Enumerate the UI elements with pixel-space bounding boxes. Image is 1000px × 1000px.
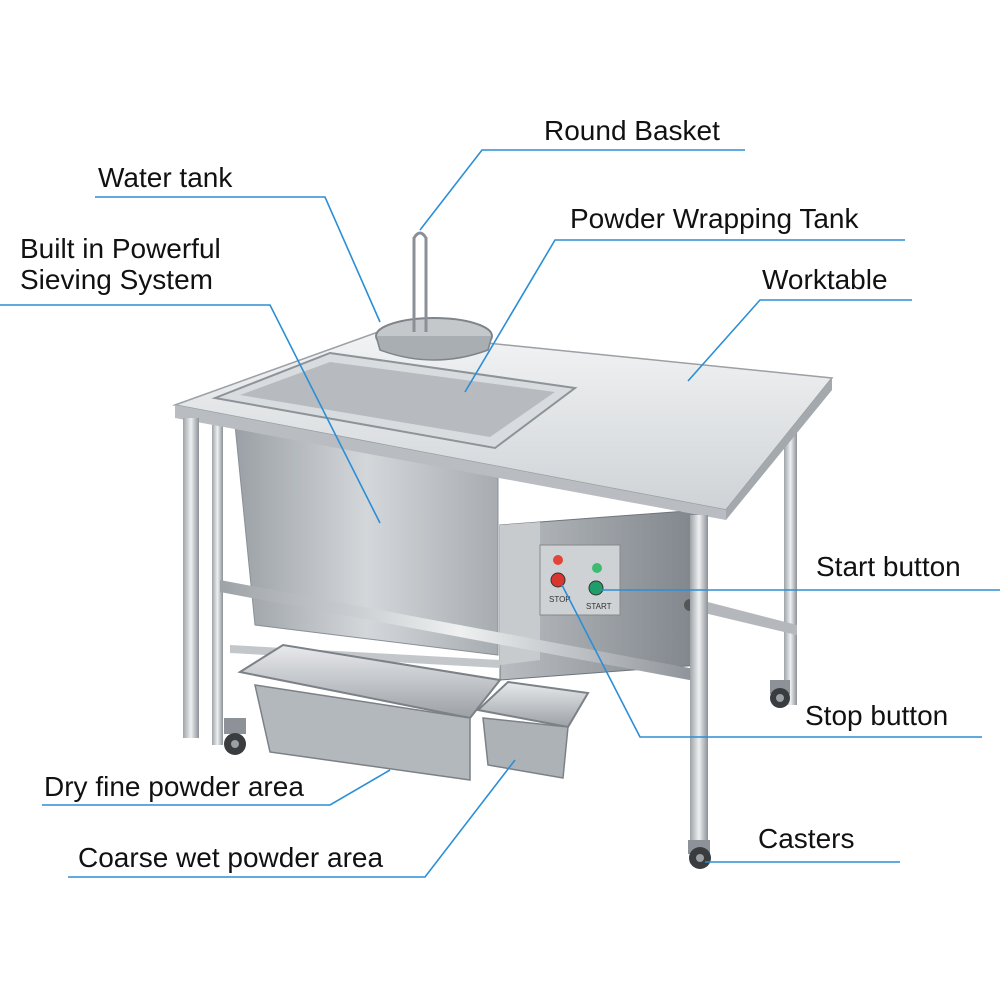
leader-round-basket [419, 149, 745, 231]
stop-indicator-icon [553, 555, 563, 565]
leader-coarse-wet-powder [68, 759, 516, 878]
leader-sieving-system [0, 304, 381, 524]
caster-back-right [770, 680, 790, 708]
coarse-wet-powder-pan-body [482, 717, 569, 779]
label-water-tank: Water tank [98, 162, 233, 193]
caster-front-left [224, 718, 246, 755]
label-worktable: Worktable [762, 264, 888, 295]
dry-fine-powder-pan-body [254, 684, 471, 781]
label-powder-wrapping-tank: Powder Wrapping Tank [570, 203, 859, 234]
label-coarse-wet-powder-area: Coarse wet powder area [78, 842, 384, 873]
coarse-wet-powder-pan [475, 680, 590, 729]
control-box-front [500, 522, 540, 665]
panel-stop-text: STOP [549, 595, 571, 604]
dry-fine-powder-pan [237, 643, 502, 720]
label-sieving-system: Built in Powerful Sieving System [20, 233, 221, 295]
leader-stop-button [561, 584, 982, 738]
table-leg-back-right [784, 405, 797, 705]
table-leg-back-left [212, 425, 223, 745]
powder-wrapping-tank-inner [240, 362, 555, 437]
start-button-icon[interactable] [588, 580, 604, 596]
label-dry-fine-powder-area: Dry fine powder area [44, 771, 304, 802]
label-casters: Casters [758, 823, 855, 854]
front-crossbar [220, 580, 700, 682]
worktable-edge [175, 405, 726, 520]
table-leg-front-left [183, 418, 199, 738]
leader-water-tank [95, 196, 381, 323]
leader-lines [0, 149, 1000, 878]
leader-worktable [687, 299, 912, 382]
table-leg-front-right [690, 515, 708, 845]
leader-dry-fine-powder [42, 769, 391, 806]
caster-front-right [688, 840, 711, 869]
label-round-basket: Round Basket [544, 115, 720, 146]
round-basket-body [375, 335, 493, 361]
label-start-button: Start button [816, 551, 961, 582]
label-stop-button: Stop button [805, 700, 949, 731]
round-basket-handle [412, 231, 428, 332]
right-crossbar [700, 600, 797, 635]
worktable-edge-right [726, 378, 832, 520]
panel-start-text: START [586, 602, 612, 611]
start-indicator-icon [592, 563, 602, 573]
stop-button-icon[interactable] [550, 572, 566, 588]
leader-powder-wrapping-tank [464, 239, 905, 393]
